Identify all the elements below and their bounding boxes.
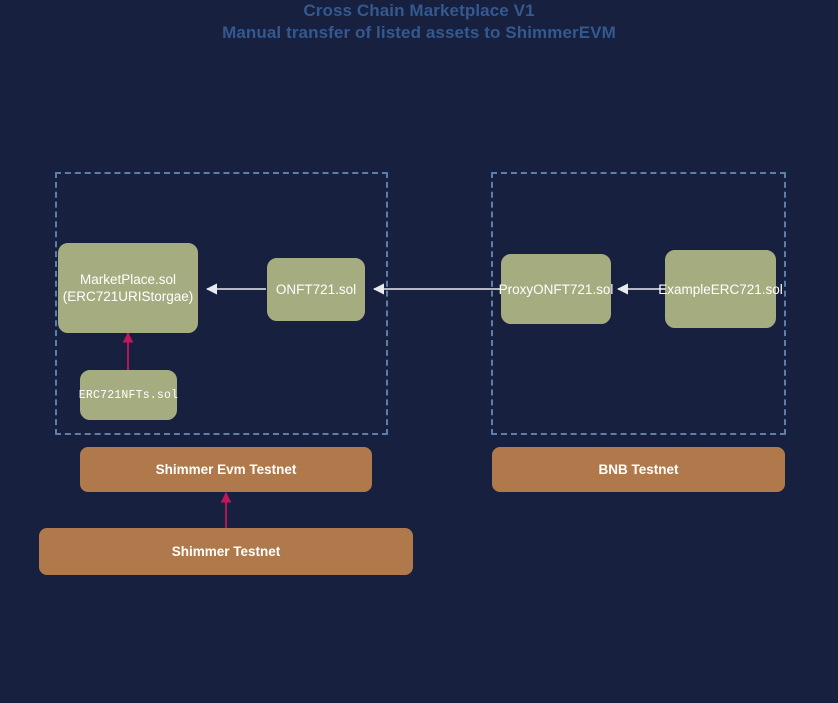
erc721nfts-label: ERC721NFTs.sol [78, 388, 179, 402]
chain-bar-shimmer-testnet-label: Shimmer Testnet [171, 544, 281, 559]
marketplace-label-line2: (ERC721URIStorgae) [62, 289, 194, 304]
onft721-label: ONFT721.sol [275, 282, 357, 297]
chain-bar-bnb-testnet[interactable]: BNB Testnet [492, 447, 785, 492]
marketplace-node[interactable]: MarketPlace.sol (ERC721URIStorgae) [58, 243, 198, 333]
chain-bar-shimmer-evm-testnet[interactable]: Shimmer Evm Testnet [80, 447, 372, 492]
title-line-2: Manual transfer of listed assets to Shim… [222, 23, 616, 42]
erc721nfts-node[interactable]: ERC721NFTs.sol [78, 370, 179, 420]
exampleerc721-node[interactable]: ExampleERC721.sol [658, 250, 783, 328]
proxyonft721-label: ProxyONFT721.sol [498, 281, 614, 297]
page-title: Cross Chain Marketplace V1 Manual transf… [0, 0, 838, 44]
cluster-bnb [491, 172, 786, 435]
onft721-node[interactable]: ONFT721.sol [267, 258, 365, 321]
chain-bar-bnb-testnet-label: BNB Testnet [598, 462, 679, 477]
chain-bar-shimmer-testnet[interactable]: Shimmer Testnet [39, 528, 413, 575]
proxyonft721-node[interactable]: ProxyONFT721.sol [498, 254, 614, 324]
chain-bar-shimmer-evm-testnet-label: Shimmer Evm Testnet [155, 462, 297, 477]
exampleerc721-label: ExampleERC721.sol [658, 281, 783, 297]
cluster-shimmer-evm [55, 172, 388, 435]
title-line-1: Cross Chain Marketplace V1 [303, 1, 535, 20]
marketplace-label-line1: MarketPlace.sol [79, 272, 177, 287]
